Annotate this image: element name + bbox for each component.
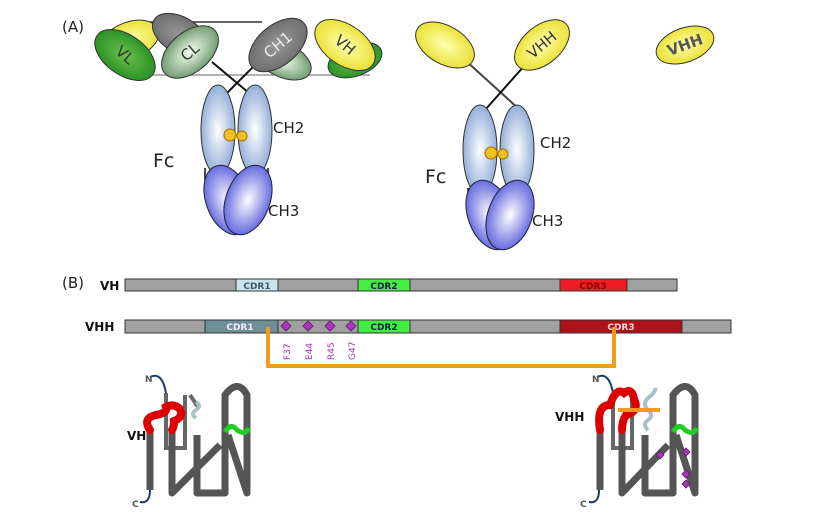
ch2-label: CH2	[273, 119, 304, 137]
c-terminus-label: C	[580, 500, 587, 510]
igg-antibody: VL CL CH1 VH CH2 Fc CH3	[94, 12, 383, 236]
cl-domain	[161, 25, 219, 79]
vhh-bar-label: VHH	[85, 320, 114, 334]
vhh-domain	[514, 19, 570, 71]
mutation-marker	[324, 320, 336, 332]
vhh-sequence-bar: VHH CDR1 CDR2 CDR3 F37 E44 R45 G47	[85, 319, 732, 368]
ch2-label: CH2	[540, 134, 571, 152]
disulfide-bond	[223, 128, 237, 142]
mutation-marker	[280, 320, 292, 332]
vhh-topology-label: VHH	[555, 410, 584, 424]
mutation-label-e44: E44	[305, 343, 315, 360]
n-terminus-label: N	[592, 375, 600, 385]
panel-b-label: (B)	[62, 274, 84, 292]
vl-domain	[94, 29, 156, 81]
cdr2-label: CDR2	[370, 323, 397, 333]
c-terminus-label: C	[132, 500, 139, 510]
fc-label: Fc	[425, 166, 446, 188]
vh-domain	[314, 19, 376, 71]
nanobody: VHH	[655, 25, 715, 65]
ch3-label: CH3	[532, 212, 563, 230]
ch3-domain	[223, 164, 273, 236]
vh-sequence-bar: VH CDR1 CDR2 CDR3	[100, 278, 678, 293]
mutation-label-g47: G47	[348, 342, 358, 360]
vh-topology-label: VH	[127, 429, 146, 443]
mutation-marker	[302, 320, 314, 332]
mutation-label-r45: R45	[327, 342, 337, 360]
mutation-marker	[345, 320, 357, 332]
vh-topology: N C VH	[127, 374, 252, 510]
ch1-domain	[248, 17, 308, 73]
cdr1-label: CDR1	[226, 323, 253, 333]
vh-bar-label: VH	[100, 279, 119, 293]
disulfide-bond	[236, 130, 248, 142]
cdr3-label: CDR3	[579, 282, 606, 292]
ch3-label: CH3	[268, 202, 299, 220]
vhh-topology: N C VHH	[555, 374, 700, 510]
ch2-domain	[237, 84, 273, 176]
heavy-chain-antibody: VHH CH2 Fc CH3	[415, 19, 571, 251]
cdr2-label: CDR2	[370, 282, 397, 292]
disulfide-bracket	[266, 327, 616, 368]
mutation-label-f37: F37	[283, 343, 293, 360]
cdr3-label: CDR3	[607, 323, 634, 333]
n-terminus-label: N	[145, 375, 153, 385]
panel-a-label: (A)	[62, 18, 84, 36]
fc-label: Fc	[153, 150, 174, 172]
cdr1-label: CDR1	[243, 282, 270, 292]
